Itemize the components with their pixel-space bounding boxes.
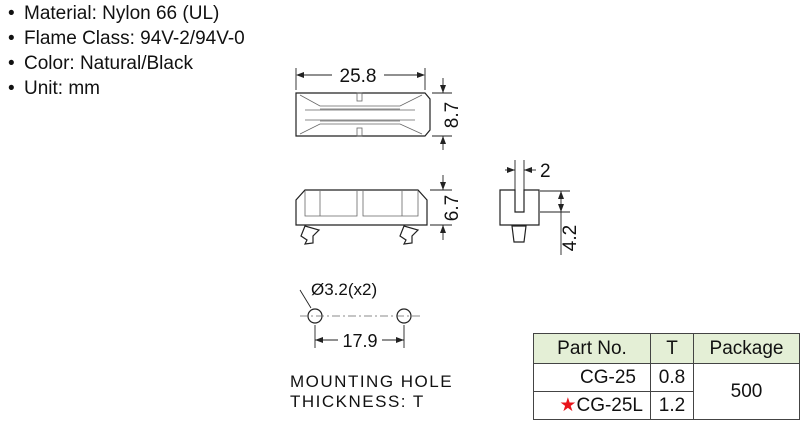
header-package: Package (693, 333, 800, 364)
mounting-hole-note: MOUNTING HOLE THICKNESS: T (290, 372, 453, 412)
dim-slot: 2 (540, 161, 551, 182)
part-number: CG-25L (576, 395, 643, 416)
table-header-row: Part No. T Package (533, 333, 800, 364)
table-row: CG-25 0.8 500 (533, 363, 800, 420)
spec-text: Unit: mm (24, 78, 100, 99)
dim-side-height: 4.2 (560, 225, 581, 251)
thickness: 1.2 (650, 391, 694, 420)
thickness: 0.8 (650, 363, 694, 392)
package-qty: 500 (693, 363, 800, 420)
spec-color: • Color: Natural/Black (8, 52, 193, 76)
spec-text: Material: Nylon 66 (UL) (24, 3, 220, 24)
dim-hole-spacing: 17.9 (342, 331, 377, 351)
header-t: T (650, 333, 694, 364)
dim-hole-diameter: Ø3.2(x2) (311, 280, 377, 299)
top-view: 25.8 8.7 (295, 66, 463, 150)
mounting-hole-view: Ø3.2(x2) 17.9 (299, 280, 420, 351)
spec-flame-class: • Flame Class: 94V-2/94V-0 (8, 27, 245, 51)
bullet: • (8, 53, 15, 74)
part-table: Part No. T Package CG-25 0.8 500 ★CG-25L… (533, 333, 800, 420)
side-view: 2 4.2 (499, 160, 581, 255)
dim-height: 6.7 (442, 195, 463, 221)
spec-text: Color: Natural/Black (24, 53, 193, 74)
bullet: • (8, 78, 15, 99)
bullet: • (8, 3, 15, 24)
header-part-no: Part No. (533, 333, 651, 364)
note-line: MOUNTING HOLE (290, 372, 454, 391)
note-line: THICKNESS: T (290, 392, 425, 411)
dim-width: 8.7 (442, 102, 463, 128)
spec-text: Flame Class: 94V-2/94V-0 (24, 28, 245, 49)
table-row: ★CG-25L 1.2 (533, 391, 800, 420)
spec-unit: • Unit: mm (8, 77, 100, 101)
bullet: • (8, 28, 15, 49)
front-view: 6.7 (295, 175, 463, 245)
spec-material: • Material: Nylon 66 (UL) (8, 2, 219, 26)
star-icon: ★ (559, 395, 577, 416)
part-number: CG-25 (533, 363, 651, 392)
dim-length: 25.8 (340, 66, 377, 87)
